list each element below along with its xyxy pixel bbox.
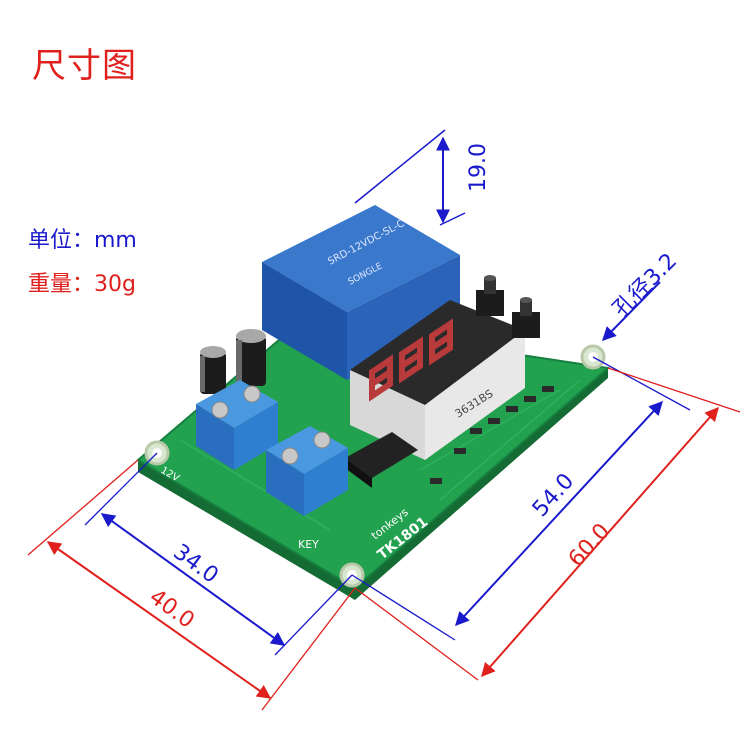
terminal-block-icon [196, 380, 278, 470]
push-button-icon [512, 297, 540, 338]
board-short-value: 40.0 [144, 585, 198, 634]
seven-segment-display: 3631BS [350, 300, 525, 460]
capacitor-icon [200, 346, 226, 394]
unit-spec: 单位：mm [28, 228, 137, 253]
pcb-board: SRD-12VDC-SL-C SONGLE 3631BS [136, 205, 611, 600]
terminal-block-icon [266, 426, 348, 516]
ic-chip-icon [345, 432, 418, 488]
board-short-dimension: 40.0 [46, 541, 272, 699]
hole-value: 孔径3.2 [609, 249, 683, 323]
hole-dimension: 孔径3.2 [602, 249, 683, 341]
height-dimension: 19.0 [354, 129, 491, 226]
page-title: 尺寸图 [32, 46, 137, 86]
relay-component: SRD-12VDC-SL-C SONGLE [262, 205, 460, 380]
board-long-value: 60.0 [564, 519, 615, 572]
weight-spec: 重量：30g [28, 272, 136, 297]
hole-spacing-long-value: 54.0 [528, 469, 579, 522]
capacitor-icon [236, 329, 266, 386]
extension-lines [27, 356, 741, 711]
push-button-icon [476, 275, 504, 316]
height-value: 19.0 [466, 143, 491, 192]
key-label: KEY [298, 538, 319, 551]
